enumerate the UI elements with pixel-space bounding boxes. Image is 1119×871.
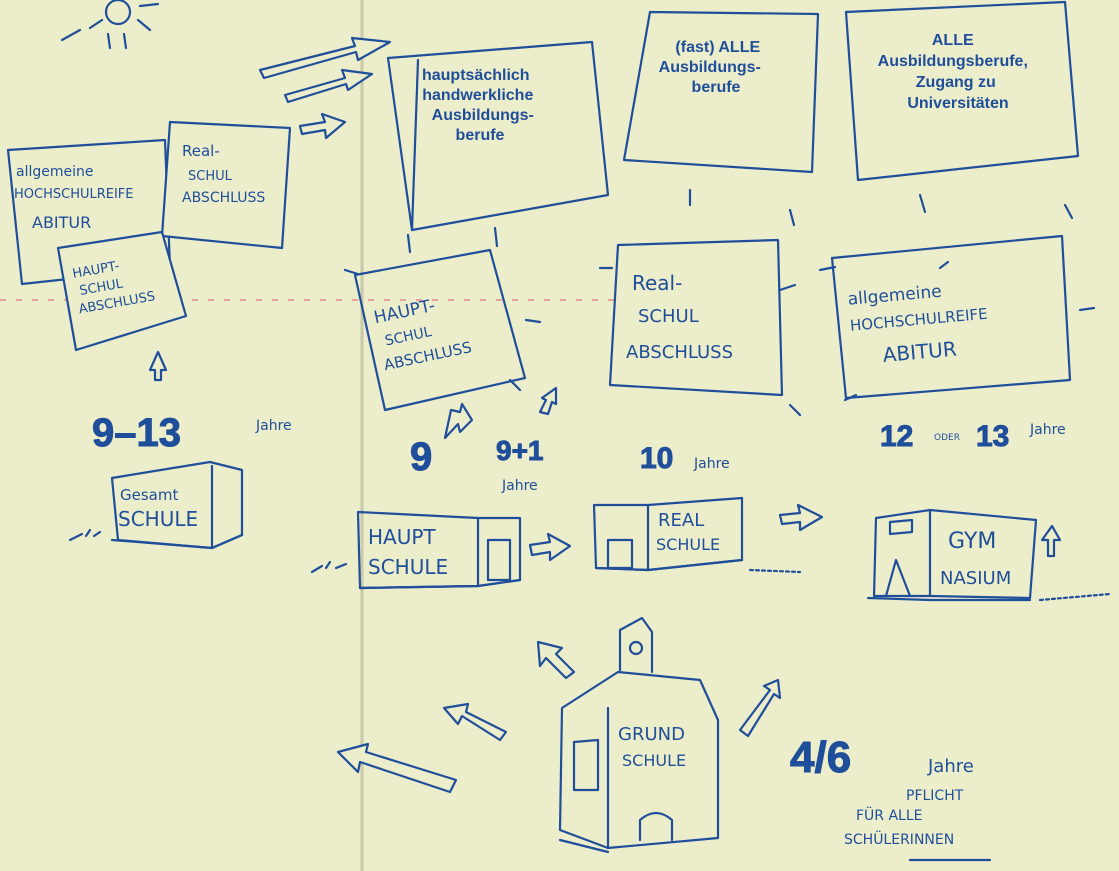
flow-arrows-icon [260, 38, 390, 138]
hauptschule-duration-number: 9 [410, 435, 432, 479]
gymnasium-building: GYM NASIUM [868, 510, 1110, 600]
gymnasium-outcome-line-2: Ausbildungsberufe, [878, 53, 1028, 70]
hauptschule-outcome-line-1: hauptsächlich [422, 67, 530, 84]
gesamtschule-duration-unit: Jahre [255, 418, 292, 434]
realschul-left-line-3: ABSCHLUSS [182, 190, 265, 206]
grundschule-building: GRUND SCHULE [560, 618, 718, 852]
realschule-outcome-line-1: (fast) ALLE [675, 39, 760, 56]
abitur-left-line-1: allgemeine [16, 164, 94, 180]
svg-text:allgemeine HOCHSCHULREIF: allgemeine HOCHSCHULREIFE ABITUR [14, 164, 138, 232]
svg-text:Real- SCHUL ABSCHL: Real- SCHUL ABSCHLUSS [626, 271, 733, 363]
gymnasium-outcome-line-4: Universitäten [907, 95, 1008, 112]
realschule-label-2: SCHULE [656, 535, 720, 554]
up-arrow-icon [445, 404, 472, 438]
hauptschule-outcome-line-3: Ausbildungs- [432, 107, 534, 124]
gesamtschule-label-1: Gesamt [120, 486, 178, 504]
note-line-1: PFLICHT [906, 788, 964, 804]
realschule-building: REAL SCHULE [594, 498, 800, 572]
realschule-duration-unit: Jahre [693, 456, 730, 472]
hauptschule-outcome-line-2: handwerkliche [422, 87, 533, 104]
note-line-3: SCHÜLERINNEN [844, 830, 954, 848]
hauptschule-label-2: SCHULE [368, 555, 448, 579]
gesamtschule-label-2: SCHULE [118, 507, 198, 531]
grundschule-label-2: SCHULE [622, 751, 686, 770]
hauptschul-line-2: SCHUL [384, 324, 434, 350]
realschule-outcome-line-3: berufe [692, 79, 741, 96]
realschul-line-2: SCHUL [638, 306, 699, 327]
realschul-left-line-1: Real- [182, 142, 220, 160]
gymnasium-outcome-box: ALLE Ausbildungsberufe, Zugang zu Univer… [846, 2, 1078, 180]
right-arrow-icon [530, 534, 570, 560]
realschule-label-1: REAL [658, 510, 704, 531]
hauptschule-outcome-line-4: berufe [456, 127, 505, 144]
gesamtschule-building: Gesamt SCHULE [70, 462, 242, 548]
up-arrow-icon [1042, 526, 1060, 556]
svg-text:hauptsächlich handwerkli: hauptsächlich handwerkliche Ausbildungs-… [422, 67, 538, 144]
hauptschul-certificate-left: HAUPT- SCHUL ABSCHLUSS [58, 232, 186, 350]
abitur-left-line-3: ABITUR [32, 213, 91, 232]
abitur-line-2: HOCHSCHULREIFE [849, 305, 988, 335]
hauptschule-duration: 9 9+1 Jahre [410, 388, 556, 494]
gymnasium-duration-unit: Jahre [1029, 422, 1066, 438]
svg-text:HAUPT- SCHUL ABSCH: HAUPT- SCHUL ABSCHLUSS [372, 290, 473, 374]
hauptschule-building: HAUPT SCHULE [312, 512, 520, 588]
gymnasium-outcome-line-3: Zugang zu [916, 74, 996, 91]
right-arrow-icon [780, 505, 822, 530]
realschul-line-1: Real- [632, 271, 682, 295]
gymnasium-duration-or: ODER [934, 433, 960, 443]
realschul-certificate-left: Real- SCHUL ABSCHLUSS [162, 122, 290, 248]
outgoing-arrows-icon [338, 642, 780, 792]
grundschule-label-1: GRUND [618, 724, 685, 745]
realschule-outcome-line-2: Ausbildungs- [659, 59, 761, 76]
gymnasium-duration-number-b: 13 [976, 420, 1009, 453]
grundschule-duration-number: 4/6 [790, 733, 851, 782]
hauptschule-label-1: HAUPT [368, 525, 436, 549]
sun-icon [62, 0, 158, 48]
abitur-line-3: ABITUR [882, 337, 958, 367]
realschule-duration: 10 Jahre [640, 442, 730, 475]
up-arrow-icon [150, 352, 166, 380]
hauptschule-duration-unit: Jahre [501, 478, 538, 494]
realschul-line-3: ABSCHLUSS [626, 342, 733, 363]
gymnasium-label-2: NASIUM [940, 568, 1011, 589]
gesamtschule-duration-number: 9–13 [92, 411, 181, 455]
svg-text:(fast) ALLE Ausbildungs-: (fast) ALLE Ausbildungs- berufe [659, 39, 766, 96]
note-line-2: FÜR ALLE [856, 806, 923, 824]
realschul-left-line-2: SCHUL [188, 169, 233, 184]
up-arrow-icon [540, 388, 556, 414]
emphasis-ticks [345, 190, 1094, 415]
grundschule-duration: 4/6 Jahre PFLICHT FÜR ALLE SCHÜLERINNEN [790, 733, 990, 860]
svg-text:PFLICHT FÜR ALLE S: PFLICHT FÜR ALLE SCHÜLERINNEN [844, 788, 968, 848]
svg-text:ALLE Ausbildungsberufe,: ALLE Ausbildungsberufe, Zugang zu Univer… [878, 32, 1033, 112]
realschule-outcome-box: (fast) ALLE Ausbildungs- berufe [624, 12, 818, 172]
grundschule-duration-unit: Jahre [927, 756, 974, 777]
realschul-certificate: Real- SCHUL ABSCHLUSS [610, 240, 782, 395]
gymnasium-duration: 12 ODER 13 Jahre [880, 420, 1066, 453]
gymnasium-label-1: GYM [948, 529, 996, 554]
abitur-certificate: allgemeine HOCHSCHULREIFE ABITUR [832, 236, 1070, 398]
gymnasium-duration-number-a: 12 [880, 420, 913, 453]
hauptschule-duration-plus: 9+1 [496, 435, 544, 466]
gesamtschule-duration: 9–13 Jahre [92, 411, 292, 455]
realschule-duration-number: 10 [640, 442, 673, 475]
hauptschule-outcome-box: hauptsächlich handwerkliche Ausbildungs-… [388, 42, 608, 230]
gymnasium-outcome-line-1: ALLE [932, 32, 974, 49]
svg-text:allgemeine HOCHSCHULREIF: allgemeine HOCHSCHULREIFE ABITUR [847, 277, 997, 369]
hauptschul-certificate: HAUPT- SCHUL ABSCHLUSS [355, 250, 525, 410]
abitur-left-line-2: HOCHSCHULREIFE [14, 187, 134, 202]
abitur-line-1: allgemeine [847, 282, 942, 310]
